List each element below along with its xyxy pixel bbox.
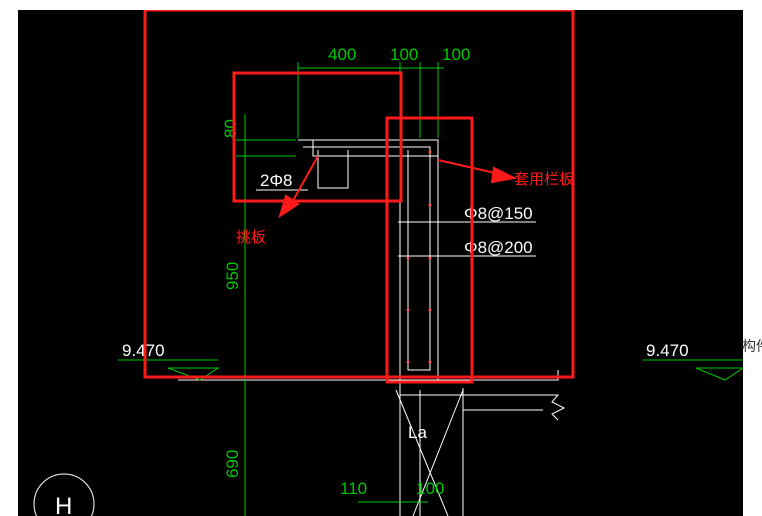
parapet-arrow-head <box>490 166 518 184</box>
rebar-2phi8: 2Φ8 <box>260 171 292 190</box>
dim-110: 110 <box>340 479 367 498</box>
outer-markup-box[interactable] <box>143 10 575 379</box>
axis-bubble <box>33 473 95 516</box>
slab-arrow-line <box>289 155 319 207</box>
axis-h-label: H <box>55 493 72 516</box>
slab-markup-box[interactable] <box>232 71 403 203</box>
side-panel-text: 构件 <box>742 339 762 355</box>
dim-950: 950 <box>223 262 242 290</box>
anchor-line-b <box>412 389 464 516</box>
rebar-dot <box>406 256 410 260</box>
rebar-dot <box>428 360 432 364</box>
rebar-dot <box>428 150 432 154</box>
markup-texts: 挑板 套用栏板 <box>236 170 574 246</box>
markup-arrows <box>278 155 518 219</box>
section-drawing: 400 100 100 80 950 690 110 100 2Φ8 Φ8@15… <box>33 10 743 516</box>
dim-690: 690 <box>223 450 242 478</box>
rebar-phi8-150: Φ8@150 <box>464 204 533 223</box>
parapet-rebar <box>303 146 431 371</box>
dim-400: 400 <box>328 45 356 64</box>
dim-100-bottom: 100 <box>416 479 444 498</box>
markup-overlay <box>143 10 575 384</box>
anchor-la: La <box>408 423 427 442</box>
rebar-dot <box>428 308 432 312</box>
dimension-texts: 400 100 100 80 950 690 110 100 <box>221 45 470 498</box>
structural-linework <box>33 139 566 516</box>
slab-hook-bar <box>317 150 349 189</box>
dim-100-b: 100 <box>442 45 470 64</box>
dim-80: 80 <box>221 119 240 138</box>
slab-arrow-head <box>278 194 300 219</box>
break-line <box>400 394 566 421</box>
level-left: 9.470 <box>122 341 165 360</box>
floor-line <box>178 370 559 381</box>
slab-outline <box>298 139 439 157</box>
level-right: 9.470 <box>646 341 689 360</box>
rebar-phi8-200: Φ8@200 <box>464 238 533 257</box>
rebar-dot <box>406 360 410 364</box>
label-apply-parapet: 套用栏板 <box>514 170 574 188</box>
anchor-line-a <box>395 389 449 516</box>
rebar-texts: 2Φ8 Φ8@150 Φ8@200 9.470 9.470 La H <box>55 171 689 516</box>
right-panel-strip <box>743 0 762 516</box>
label-cantilever-slab: 挑板 <box>236 228 266 246</box>
rebar-dot <box>428 203 432 207</box>
parapet-markup-box[interactable] <box>385 116 474 384</box>
rebar-dots <box>406 150 432 364</box>
dim-100-a: 100 <box>390 45 418 64</box>
rebar-dot <box>428 256 432 260</box>
cad-drawing-canvas[interactable]: 400 100 100 80 950 690 110 100 2Φ8 Φ8@15… <box>18 10 743 516</box>
rebar-dot <box>406 308 410 312</box>
level-left-triangle <box>167 367 220 381</box>
level-right-triangle <box>695 367 743 381</box>
